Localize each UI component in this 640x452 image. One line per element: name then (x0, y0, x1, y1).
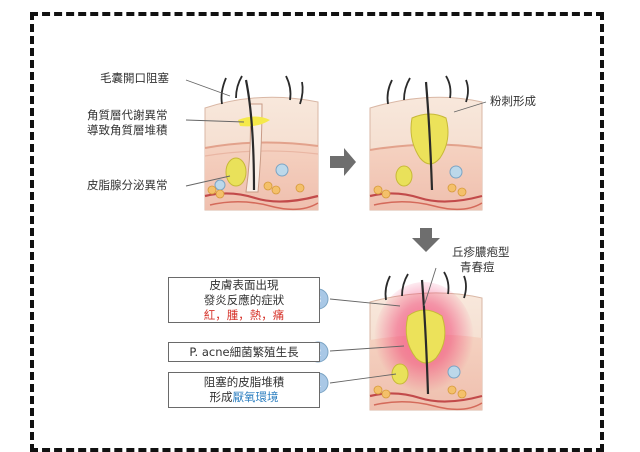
step-box-3: 皮膚表面出現 發炎反應的症狀 紅，腫，熱，痛 (168, 277, 320, 323)
acne-formation-illustration: 3 2 1 (185, 75, 487, 411)
label-acne-line2: 青春痘 (460, 260, 495, 274)
symptom-heat: 熱 (249, 308, 262, 322)
step-box-1: 阻塞的皮脂堆積 形成厭氧環境 (168, 372, 320, 408)
skin-panel-inflamed (369, 271, 483, 411)
label-acne-line1: 丘疹膿疱型 (452, 245, 510, 259)
label-pore-blocked: 毛囊開口阻塞 (100, 71, 169, 85)
arrow-right-icon (330, 148, 356, 176)
step-3-line2: 發炎反應的症狀 (203, 293, 285, 307)
arrow-down-icon (412, 228, 440, 252)
step-1-anaerobic: 厭氧環境 (232, 390, 279, 404)
step-3-symptoms: 紅，腫，熱，痛 (169, 308, 319, 323)
symptom-pain: 痛 (272, 308, 285, 322)
label-keratin-line1: 角質層代謝異常 (87, 108, 168, 122)
step-1-line1: 阻塞的皮脂堆積 (203, 375, 285, 389)
step-3-line1: 皮膚表面出現 (209, 278, 279, 292)
symptom-sep-2: ， (238, 308, 250, 322)
skin-panel-comedo (369, 75, 483, 211)
label-sebum-abnormal: 皮脂腺分泌異常 (87, 178, 168, 192)
step-1-line2-prefix: 形成 (209, 390, 233, 404)
skin-panel-normal (204, 75, 319, 211)
step-box-2: P. acne細菌繁殖生長 (168, 342, 320, 362)
symptom-sep-3: ， (261, 308, 273, 322)
step-2-line1: P. acne細菌繁殖生長 (189, 345, 299, 359)
leader-lines (185, 79, 487, 384)
symptom-red: 紅 (203, 308, 216, 322)
symptom-swelling: 腫 (226, 308, 239, 322)
label-comedo: 粉刺形成 (490, 94, 536, 108)
step-1-line2: 形成厭氧環境 (169, 390, 319, 405)
symptom-sep-1: ， (215, 308, 227, 322)
label-keratin-line2: 導致角質層堆積 (87, 123, 168, 137)
